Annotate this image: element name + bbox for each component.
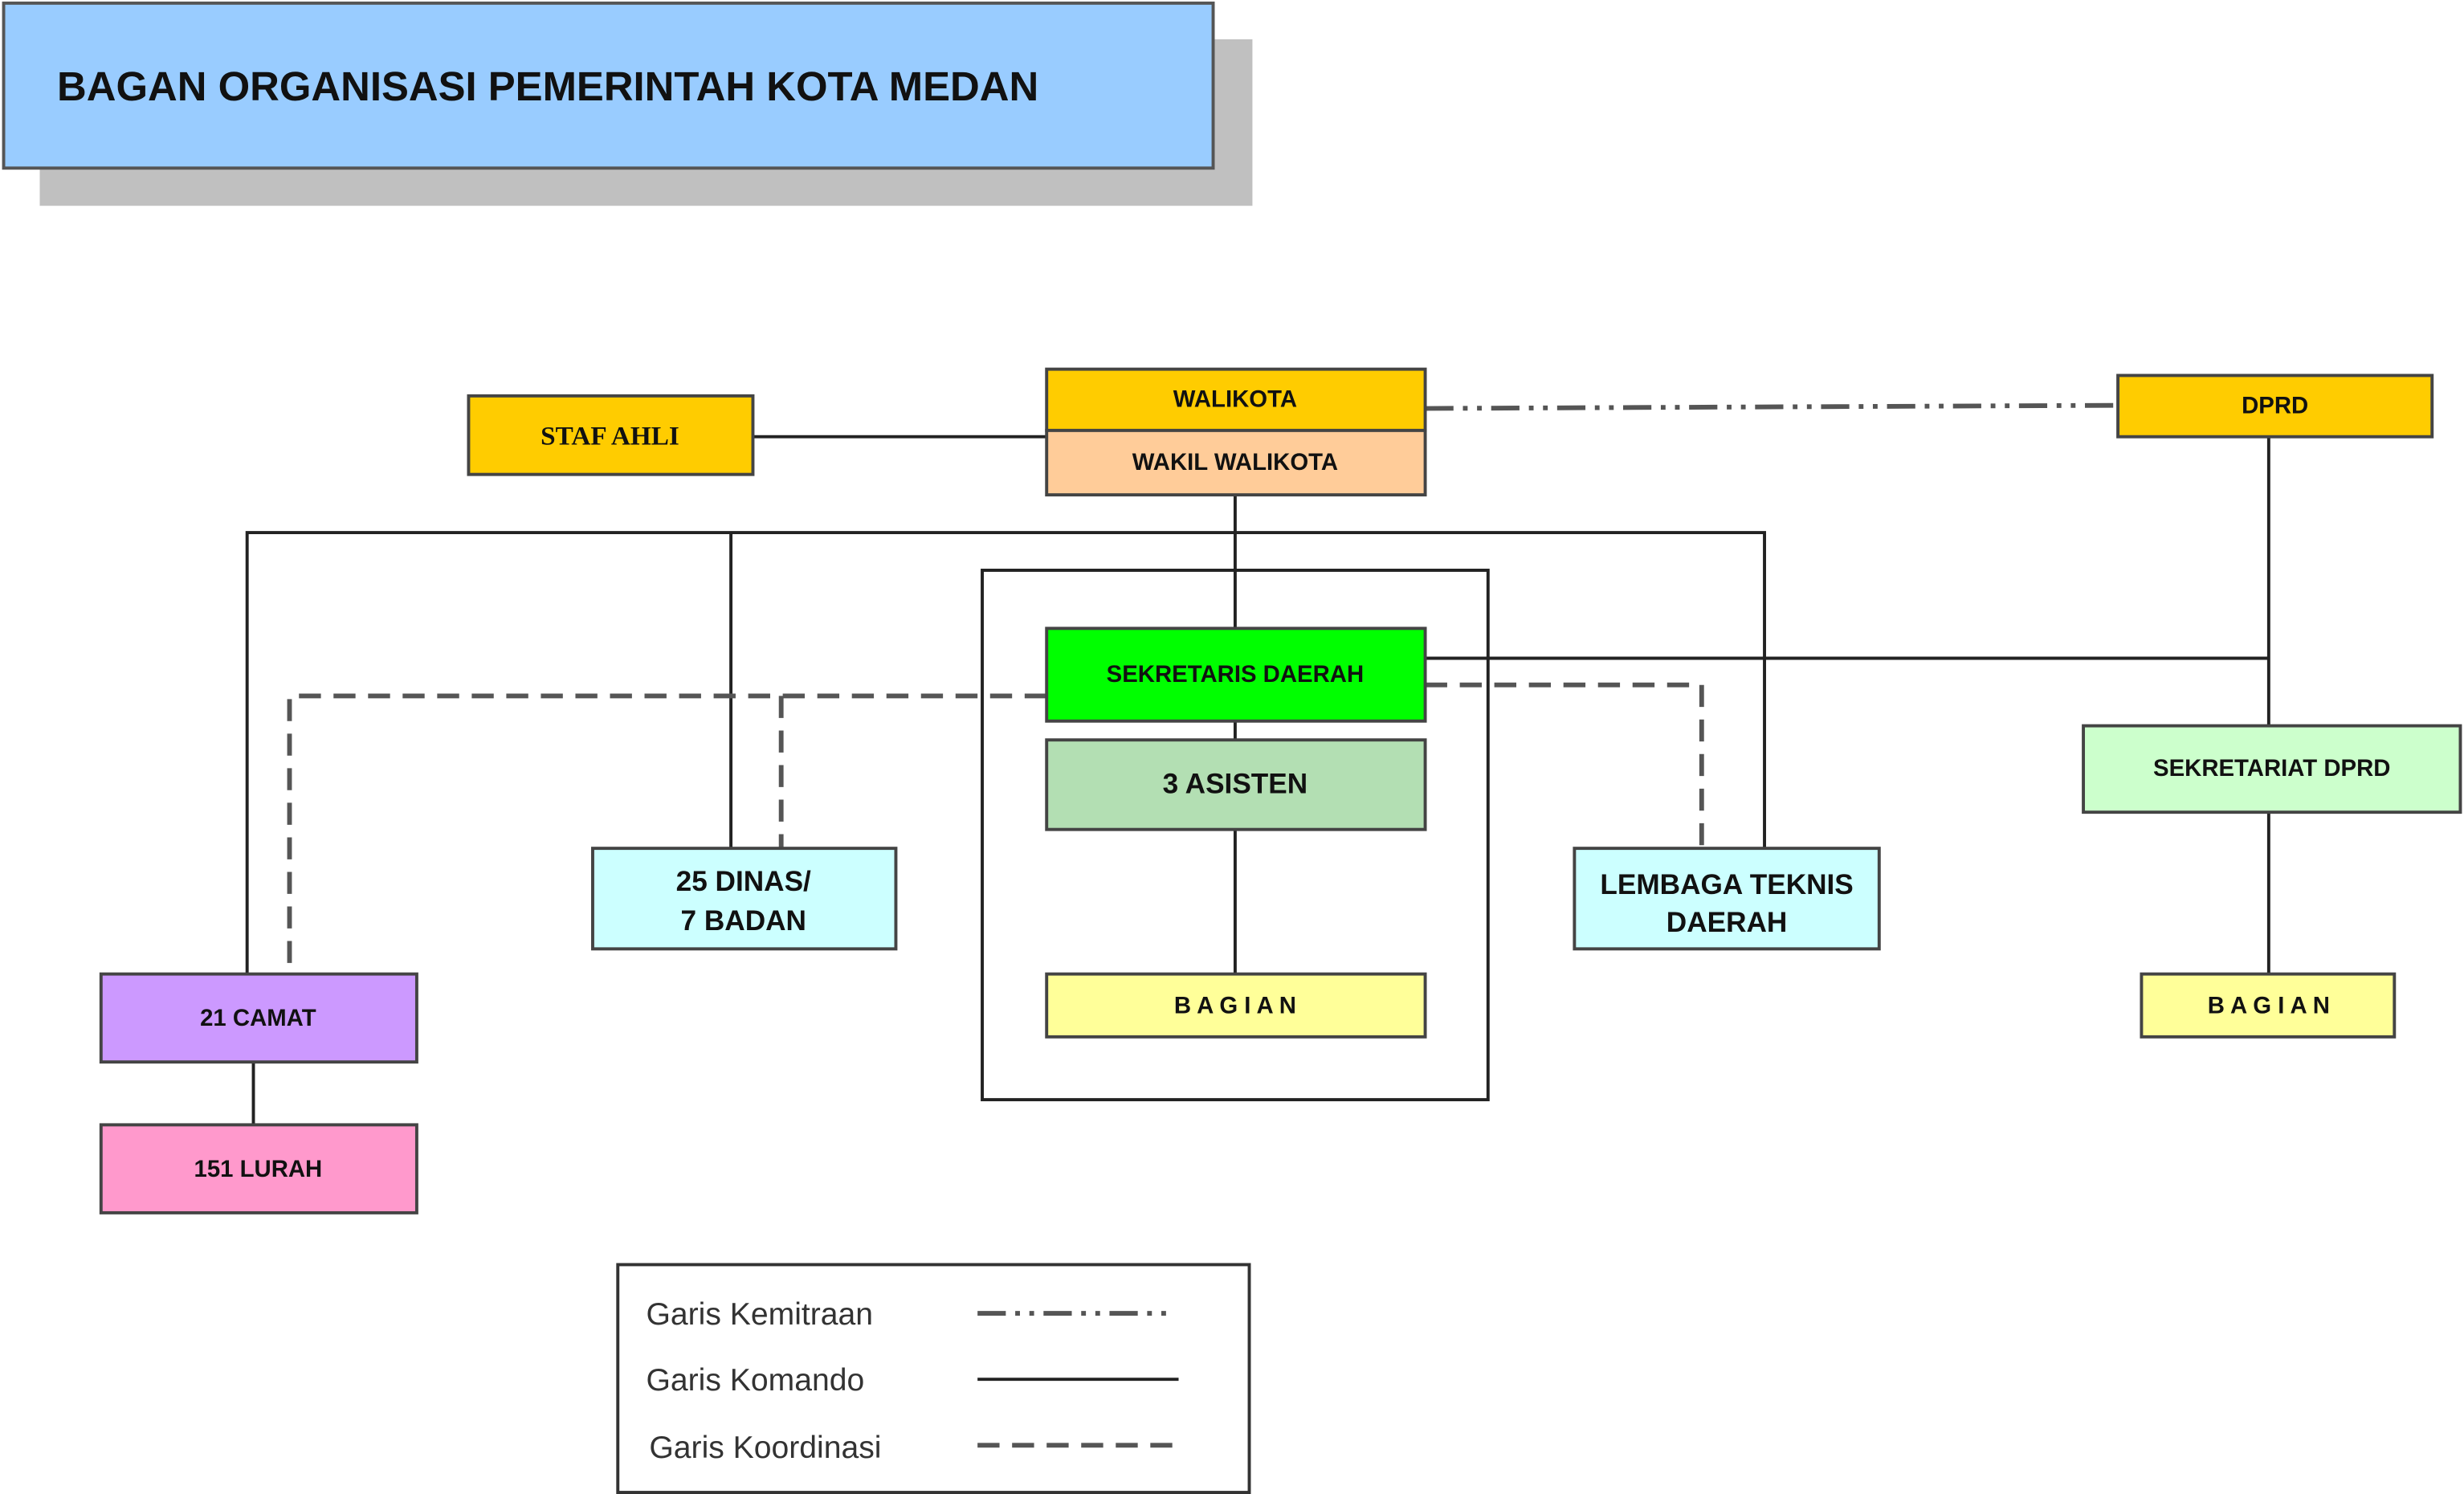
- legend: Garis Kemitraan Garis Komando Garis Koor…: [616, 1263, 1251, 1494]
- svg-text:SEKRETARIS DAERAH: SEKRETARIS DAERAH: [1107, 661, 1364, 688]
- svg-text:B A G I A N: B A G I A N: [2208, 993, 2330, 1019]
- svg-text:SEKRETARIAT DPRD: SEKRETARIAT DPRD: [2153, 755, 2390, 782]
- svg-text:WAKIL WALIKOTA: WAKIL WALIKOTA: [1132, 449, 1338, 476]
- partnership-line: [1425, 402, 2119, 411]
- secretariat-frame: [981, 569, 1490, 1102]
- page-title: BAGAN ORGANISASI PEMERINTAH KOTA MEDAN: [57, 63, 1038, 109]
- svg-text:25 DINAS/: 25 DINAS/: [676, 866, 811, 897]
- node-sekretaris-daerah: SEKRETARIS DAERAH: [1045, 627, 1427, 723]
- svg-text:151 LURAH: 151 LURAH: [194, 1156, 323, 1182]
- legend-komando: Garis Komando: [646, 1363, 864, 1398]
- legend-koordinasi: Garis Koordinasi: [649, 1431, 881, 1465]
- node-dinas-badan: 25 DINAS/ 7 BADAN: [591, 847, 898, 951]
- svg-text:7 BADAN: 7 BADAN: [681, 905, 806, 937]
- title-banner: BAGAN ORGANISASI PEMERINTAH KOTA MEDAN: [2, 1, 1253, 206]
- node-asisten: 3 ASISTEN: [1045, 738, 1427, 831]
- node-walikota: WALIKOTA: [1045, 367, 1427, 432]
- svg-text:B A G I A N: B A G I A N: [1174, 993, 1296, 1019]
- node-sekretariat-dprd: SEKRETARIAT DPRD: [2082, 724, 2462, 814]
- svg-text:3 ASISTEN: 3 ASISTEN: [1163, 769, 1308, 800]
- svg-text:LEMBAGA TEKNIS: LEMBAGA TEKNIS: [1600, 869, 1853, 900]
- svg-text:DAERAH: DAERAH: [1666, 907, 1788, 938]
- node-bagian: B A G I A N: [1045, 972, 1427, 1039]
- command-lines: [245, 435, 2270, 1125]
- node-wakil-walikota: WAKIL WALIKOTA: [1045, 428, 1427, 497]
- node-staf-ahli: STAF AHLI: [467, 394, 755, 476]
- svg-text:DPRD: DPRD: [2242, 392, 2308, 418]
- node-bagian-dprd: B A G I A N: [2140, 972, 2397, 1039]
- node-camat: 21 CAMAT: [99, 972, 418, 1064]
- node-lembaga-teknis: LEMBAGA TEKNIS DAERAH: [1573, 847, 1881, 951]
- svg-text:WALIKOTA: WALIKOTA: [1173, 386, 1297, 413]
- svg-text:21 CAMAT: 21 CAMAT: [200, 1005, 316, 1031]
- legend-kemitraan: Garis Kemitraan: [646, 1297, 873, 1332]
- node-lurah: 151 LURAH: [99, 1123, 418, 1214]
- node-dprd: DPRD: [2116, 374, 2434, 439]
- svg-text:STAF AHLI: STAF AHLI: [541, 422, 679, 451]
- coordination-lines: [287, 682, 1704, 974]
